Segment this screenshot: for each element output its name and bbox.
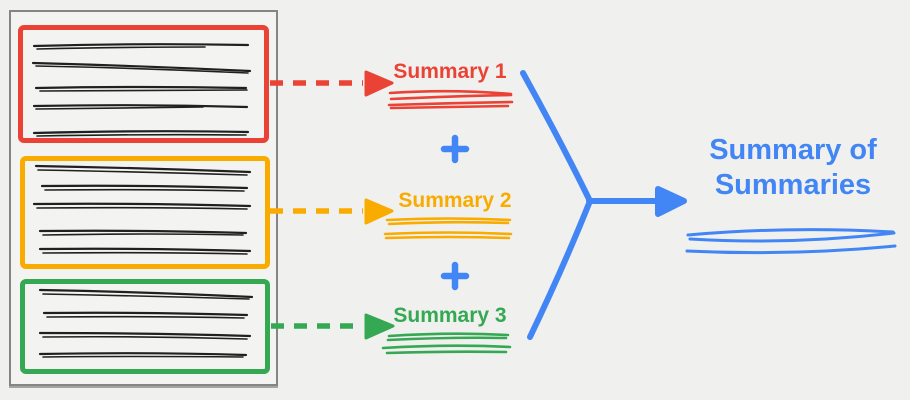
- arrowhead-icon: [364, 313, 395, 340]
- chunk-1-text-scribbles: [31, 43, 252, 137]
- summary-1-scribble: [387, 89, 514, 110]
- plus-icon-2: [440, 261, 470, 291]
- arrowhead-icon: [364, 70, 394, 97]
- result-scribble: [685, 228, 897, 255]
- result-label: Summary of Summaries: [709, 134, 877, 202]
- chunk-3-to-summary-3-arrow: [271, 313, 395, 340]
- summary-3-scribble: [381, 332, 512, 355]
- arrowhead-icon: [655, 186, 687, 217]
- chunk-1-to-summary-1-arrow: [270, 70, 394, 97]
- summary-1-label: Summary 1: [393, 60, 507, 83]
- document-chunk-2: [20, 156, 270, 269]
- document-chunk-3: [20, 279, 270, 374]
- summary-3-label: Summary 3: [393, 304, 507, 327]
- plus-icon-1: [440, 134, 470, 164]
- merge-lines: [520, 70, 687, 340]
- chunk-2-to-summary-2-arrow: [270, 198, 394, 225]
- summary-2-scribble: [383, 217, 513, 240]
- document-chunk-1: [18, 25, 269, 143]
- arrowhead-icon: [364, 198, 394, 225]
- chunk-2-text-scribbles: [32, 164, 252, 255]
- chunk-3-text-scribbles: [38, 288, 254, 358]
- summary-2-label: Summary 2: [398, 189, 512, 212]
